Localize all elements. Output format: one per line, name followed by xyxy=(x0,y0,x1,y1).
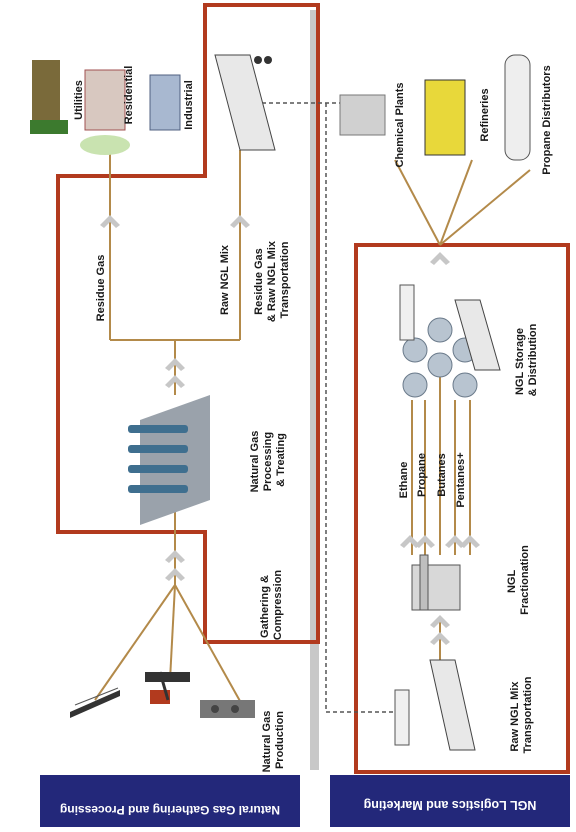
propane-truck-icon xyxy=(504,54,531,161)
logistics-frame xyxy=(354,243,570,774)
truck-icon-bottom xyxy=(394,659,476,751)
ngl-pipelines xyxy=(394,159,531,700)
label-fractionation: NGL Fractionation xyxy=(506,545,531,615)
processing-frame xyxy=(56,3,320,644)
label-residential: Residential xyxy=(123,66,135,125)
storage-spheres-icon xyxy=(399,284,501,398)
label-residue-gas: Residue Gas xyxy=(95,255,107,322)
transfer-dashed-link xyxy=(325,103,400,713)
label-propane-distributors: Propane Distributors xyxy=(541,65,553,174)
logistics-banner-title: NGL Logistics and Marketing xyxy=(364,798,537,812)
gathering-pipelines xyxy=(94,150,246,711)
truck-icon-top xyxy=(214,54,276,151)
pumpjack-icon xyxy=(145,671,190,704)
section-divider xyxy=(310,10,319,770)
label-raw-transport: Raw NGL Mix Transportation xyxy=(509,676,534,753)
label-raw-ngl-mix: Raw NGL Mix xyxy=(219,244,231,315)
label-utilities: Utilities xyxy=(73,80,85,120)
residential-icon xyxy=(80,69,130,155)
refinery-icon xyxy=(424,79,466,156)
chemical-plant-icon xyxy=(339,94,386,136)
label-transport: Residue Gas & Raw NGL Mix Transportation xyxy=(253,238,291,322)
label-gathering: Gathering & Compression xyxy=(259,570,284,641)
label-product-ethane: Ethane xyxy=(398,462,410,499)
fractionation-icon xyxy=(411,554,461,611)
gathering-banner-title: Natural Gas Gathering and Processing xyxy=(60,803,280,817)
logistics-banner xyxy=(330,775,570,827)
label-industrial: Industrial xyxy=(183,80,195,130)
derrick-icon xyxy=(70,687,120,718)
utilities-icon xyxy=(30,60,68,134)
label-product-propane: Propane xyxy=(416,453,428,497)
gathering-banner xyxy=(40,775,300,827)
label-processing: Natural Gas Processing & Treating xyxy=(249,428,287,493)
label-product-butanes: Butanes xyxy=(436,453,448,496)
wellhead-icon xyxy=(200,700,255,718)
processing-plant-icon xyxy=(128,395,210,525)
label-storage: NGL Storage & Distribution xyxy=(514,323,539,396)
label-refineries: Refineries xyxy=(479,88,491,141)
flow-arrows xyxy=(100,215,480,645)
label-production: Natural Gas Production xyxy=(261,708,286,773)
industrial-icon xyxy=(149,74,181,131)
label-chemical-plants: Chemical Plants xyxy=(394,83,406,168)
label-product-pentanes: Pentanes+ xyxy=(455,452,467,507)
